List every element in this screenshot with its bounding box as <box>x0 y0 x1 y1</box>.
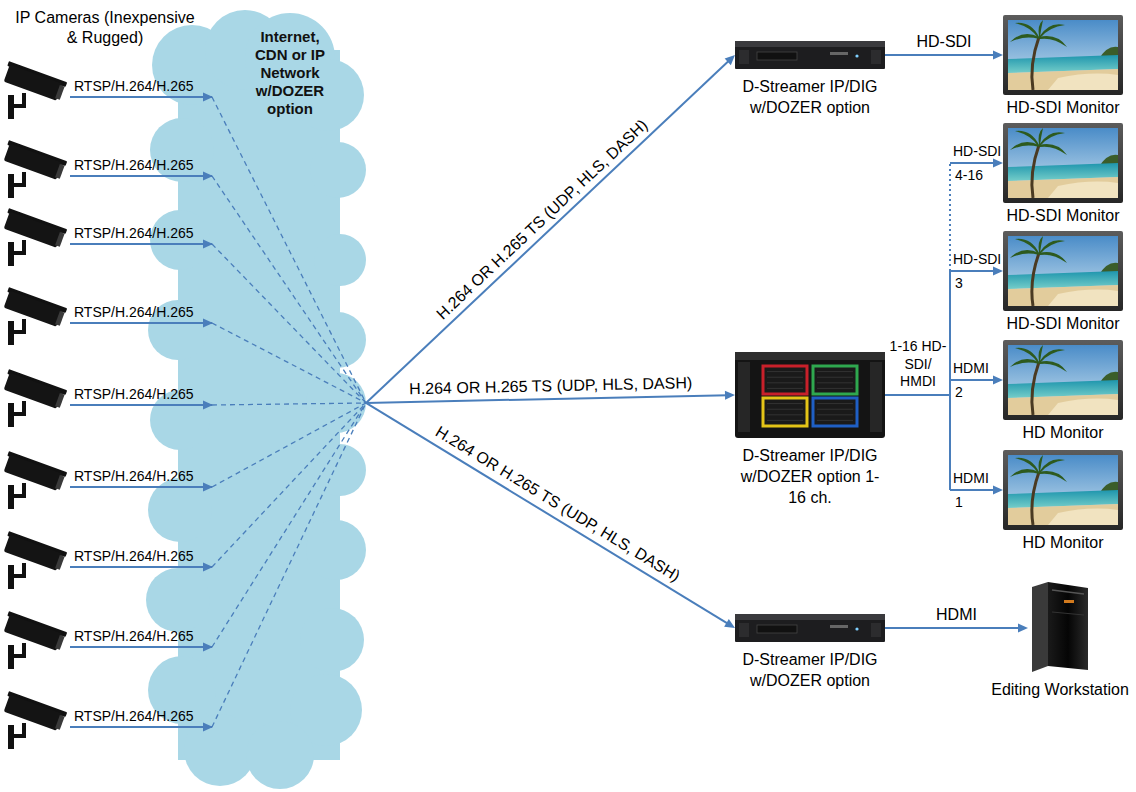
camera-icon <box>2 531 67 589</box>
channel-number: 3 <box>955 275 963 293</box>
device-label: D-Streamer IP/DIG w/DOZER option <box>736 650 884 692</box>
edge-label: HDMI <box>953 471 989 486</box>
monitor: HD Monitor <box>1003 340 1123 420</box>
monitor-label: HD Monitor <box>1023 423 1104 444</box>
ip-cameras <box>2 61 67 749</box>
edge-label: H.264 OR H.265 TS (UDP, HLS, DASH) <box>409 374 692 398</box>
monitor-label: HD Monitor <box>1023 533 1104 554</box>
edge-label: HD-SDI <box>916 33 971 51</box>
camera-icon <box>2 61 67 119</box>
monitor: HD Monitor <box>1003 450 1123 530</box>
connector <box>885 624 1028 633</box>
monitor-picture <box>1003 15 1123 95</box>
monitor-picture <box>1003 123 1123 203</box>
channel-number: 1 <box>955 494 963 512</box>
streamer-device: D-Streamer IP/DIG w/DOZER option <box>735 41 885 69</box>
camera-icon <box>2 611 67 669</box>
connector-line <box>885 627 1021 629</box>
device-label: D-Streamer IP/DIG w/DOZER option 1-16 ch… <box>736 446 884 508</box>
signal-label: RTSP/H.264/H.265 <box>74 548 194 566</box>
connector <box>885 159 1003 396</box>
connector-line <box>366 403 729 624</box>
workstation: Editing Workstation <box>1028 582 1092 674</box>
signal-label: RTSP/H.264/H.265 <box>74 78 194 96</box>
streamer-device: D-Streamer IP/DIG w/DOZER option 1-16 ch… <box>735 352 885 438</box>
edge-label: HDMI <box>936 606 977 624</box>
rack-unit-1u <box>735 41 885 69</box>
connector-line <box>950 162 996 164</box>
connector-line <box>950 379 996 381</box>
connector <box>885 395 1003 495</box>
signal-label: RTSP/H.264/H.265 <box>74 225 194 243</box>
camera-icon <box>2 369 67 427</box>
monitor-label: HD-SDI Monitor <box>1007 98 1120 119</box>
channel-number: 2 <box>955 384 963 402</box>
connector <box>885 51 1003 60</box>
device-label: D-Streamer IP/DIG w/DOZER option <box>736 77 884 119</box>
connector-line <box>950 489 996 491</box>
edge-label: HD-SDI <box>953 144 1001 159</box>
signal-label: RTSP/H.264/H.265 <box>74 386 194 404</box>
camera-icon <box>2 451 67 509</box>
workstation-label: Editing Workstation <box>991 680 1129 701</box>
edge-label: HDMI <box>953 361 989 376</box>
connector-line <box>949 380 951 395</box>
camera-icon <box>2 140 67 198</box>
rack-unit-4u <box>735 352 885 438</box>
camera-icon <box>2 691 67 749</box>
connector <box>885 267 1003 396</box>
connector-line <box>949 271 951 395</box>
streamer-device: D-Streamer IP/DIG w/DOZER option <box>735 614 885 642</box>
monitor: HD-SDI Monitor <box>1003 123 1123 203</box>
monitor: HD-SDI Monitor <box>1003 15 1123 95</box>
edge-label: H.264 OR H.265 TS (UDP, HLS, DASH) <box>433 116 651 323</box>
connector-line <box>885 394 950 396</box>
rack-unit-1u <box>735 614 885 642</box>
camera-icon <box>2 287 67 345</box>
monitor-label: HD-SDI Monitor <box>1007 314 1120 335</box>
connector <box>366 55 735 403</box>
connector-line <box>366 60 730 403</box>
monitor-picture <box>1003 231 1123 311</box>
signal-label: RTSP/H.264/H.265 <box>74 157 194 175</box>
monitor-picture <box>1003 450 1123 530</box>
connector-line <box>885 394 950 396</box>
monitor-label: HD-SDI Monitor <box>1007 206 1120 227</box>
edge-label: HD-SDI <box>953 252 1001 267</box>
camera-icon <box>2 208 67 266</box>
edge-label: H.264 OR H.265 TS (UDP, HLS, DASH) <box>432 423 683 585</box>
heading-label: IP Cameras (Inexpensive & Rugged) <box>15 8 195 48</box>
signal-label: RTSP/H.264/H.265 <box>74 708 194 726</box>
connector-line <box>949 271 951 395</box>
signal-label: RTSP/H.264/H.265 <box>74 468 194 486</box>
connector-line <box>949 395 951 490</box>
monitor-picture <box>1003 340 1123 420</box>
channel-number: 4-16 <box>955 167 983 185</box>
connector-line <box>885 54 996 56</box>
monitor: HD-SDI Monitor <box>1003 231 1123 311</box>
signal-label: RTSP/H.264/H.265 <box>74 304 194 322</box>
connector-line <box>885 394 950 396</box>
signal-label: RTSP/H.264/H.265 <box>74 628 194 646</box>
cloud-label: Internet, CDN or IP Network w/DOZER opti… <box>245 28 335 118</box>
connector-line <box>885 394 950 396</box>
signal-label: 1-16 HD-SDI/ HMDI <box>889 338 947 391</box>
connector-line <box>949 163 951 271</box>
connector <box>366 403 735 628</box>
connector-line <box>950 270 996 272</box>
workstation-picture <box>1028 582 1092 674</box>
